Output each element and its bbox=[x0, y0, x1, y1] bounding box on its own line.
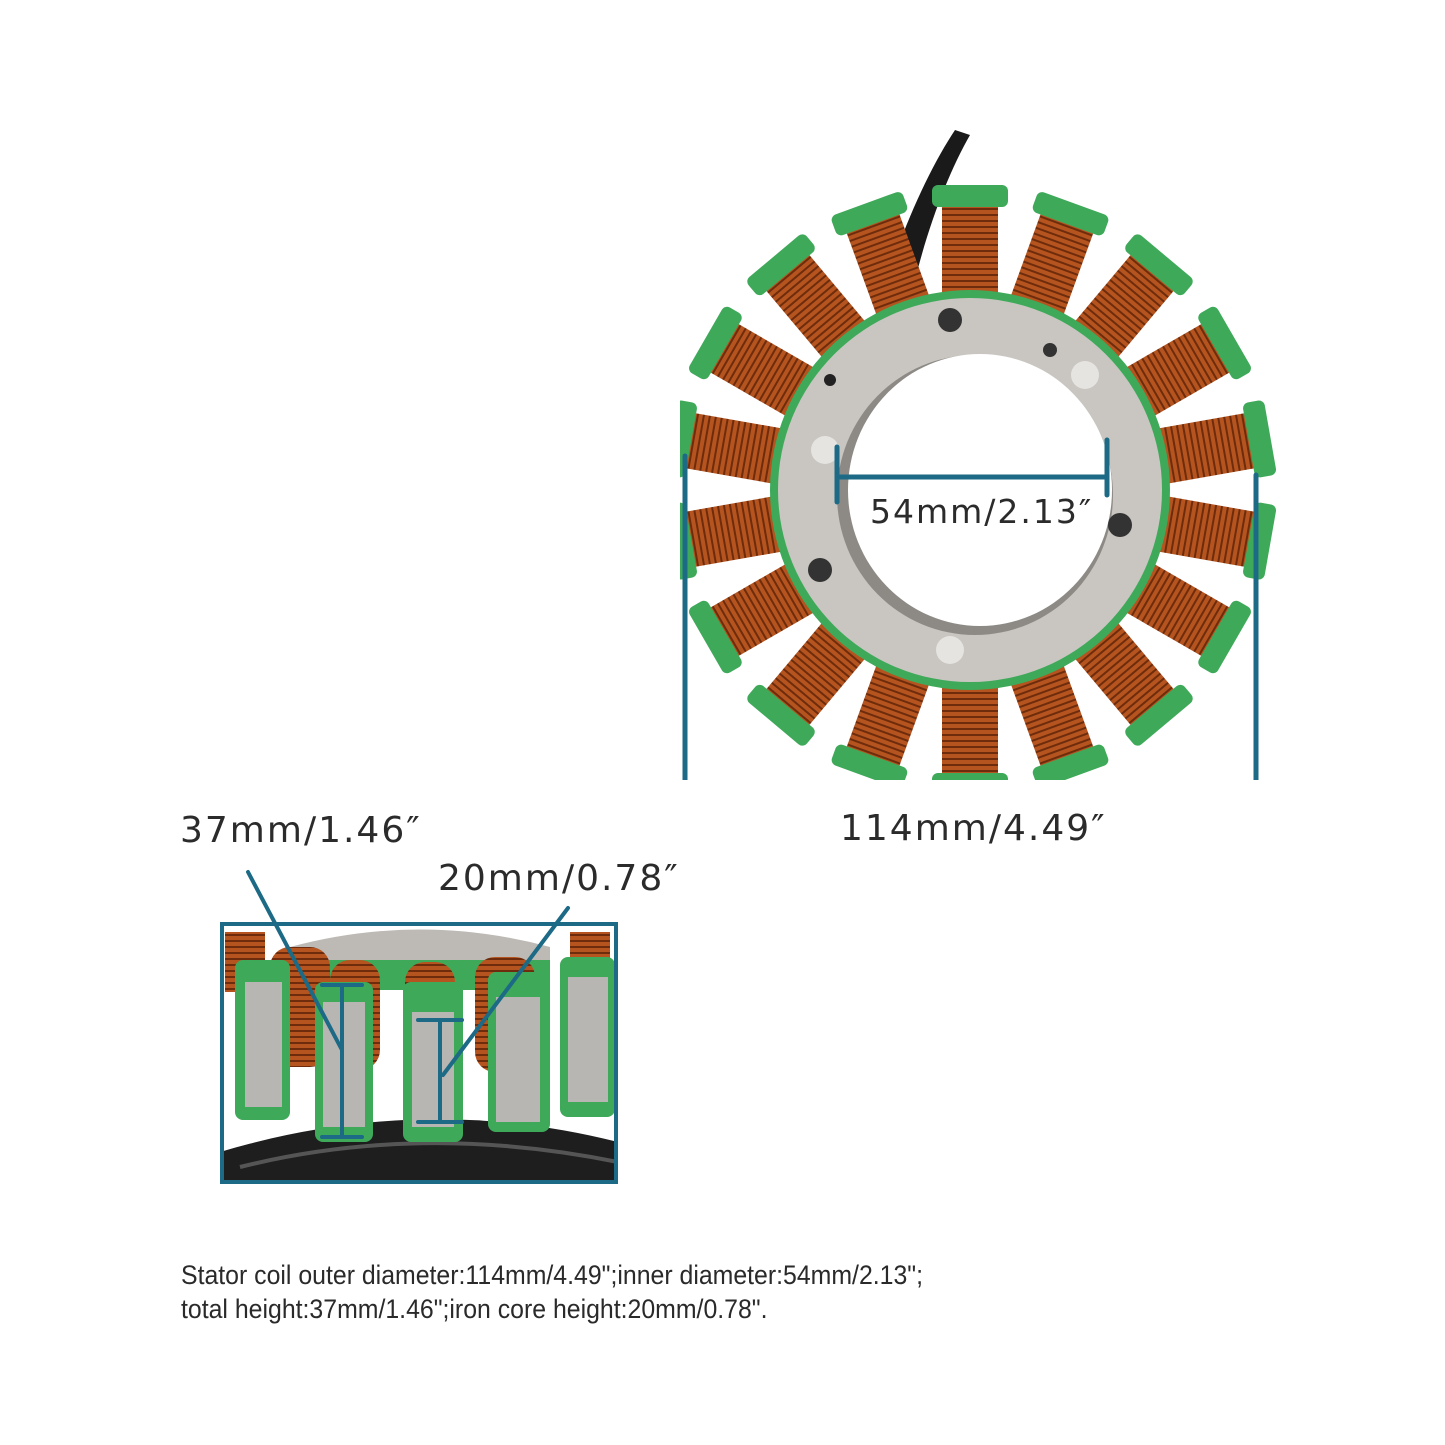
stator-top-illustration bbox=[663, 130, 1277, 813]
spec-caption-line-2: total height:37mm/1.46";iron core height… bbox=[181, 1294, 768, 1324]
outer-diameter-label: 114mm/4.49″ bbox=[840, 808, 1107, 849]
inner-diameter-label: 54mm/2.13″ bbox=[870, 492, 1094, 531]
inner-diameter-dimension-line bbox=[834, 437, 1110, 505]
core-height-label: 20mm/0.78″ bbox=[438, 858, 680, 899]
height-dimension-lines bbox=[320, 983, 464, 1139]
total-height-label: 37mm/1.46″ bbox=[180, 810, 422, 851]
spec-caption-line-1: Stator coil outer diameter:114mm/4.49";i… bbox=[181, 1260, 924, 1290]
stator-top-view bbox=[663, 120, 1280, 813]
